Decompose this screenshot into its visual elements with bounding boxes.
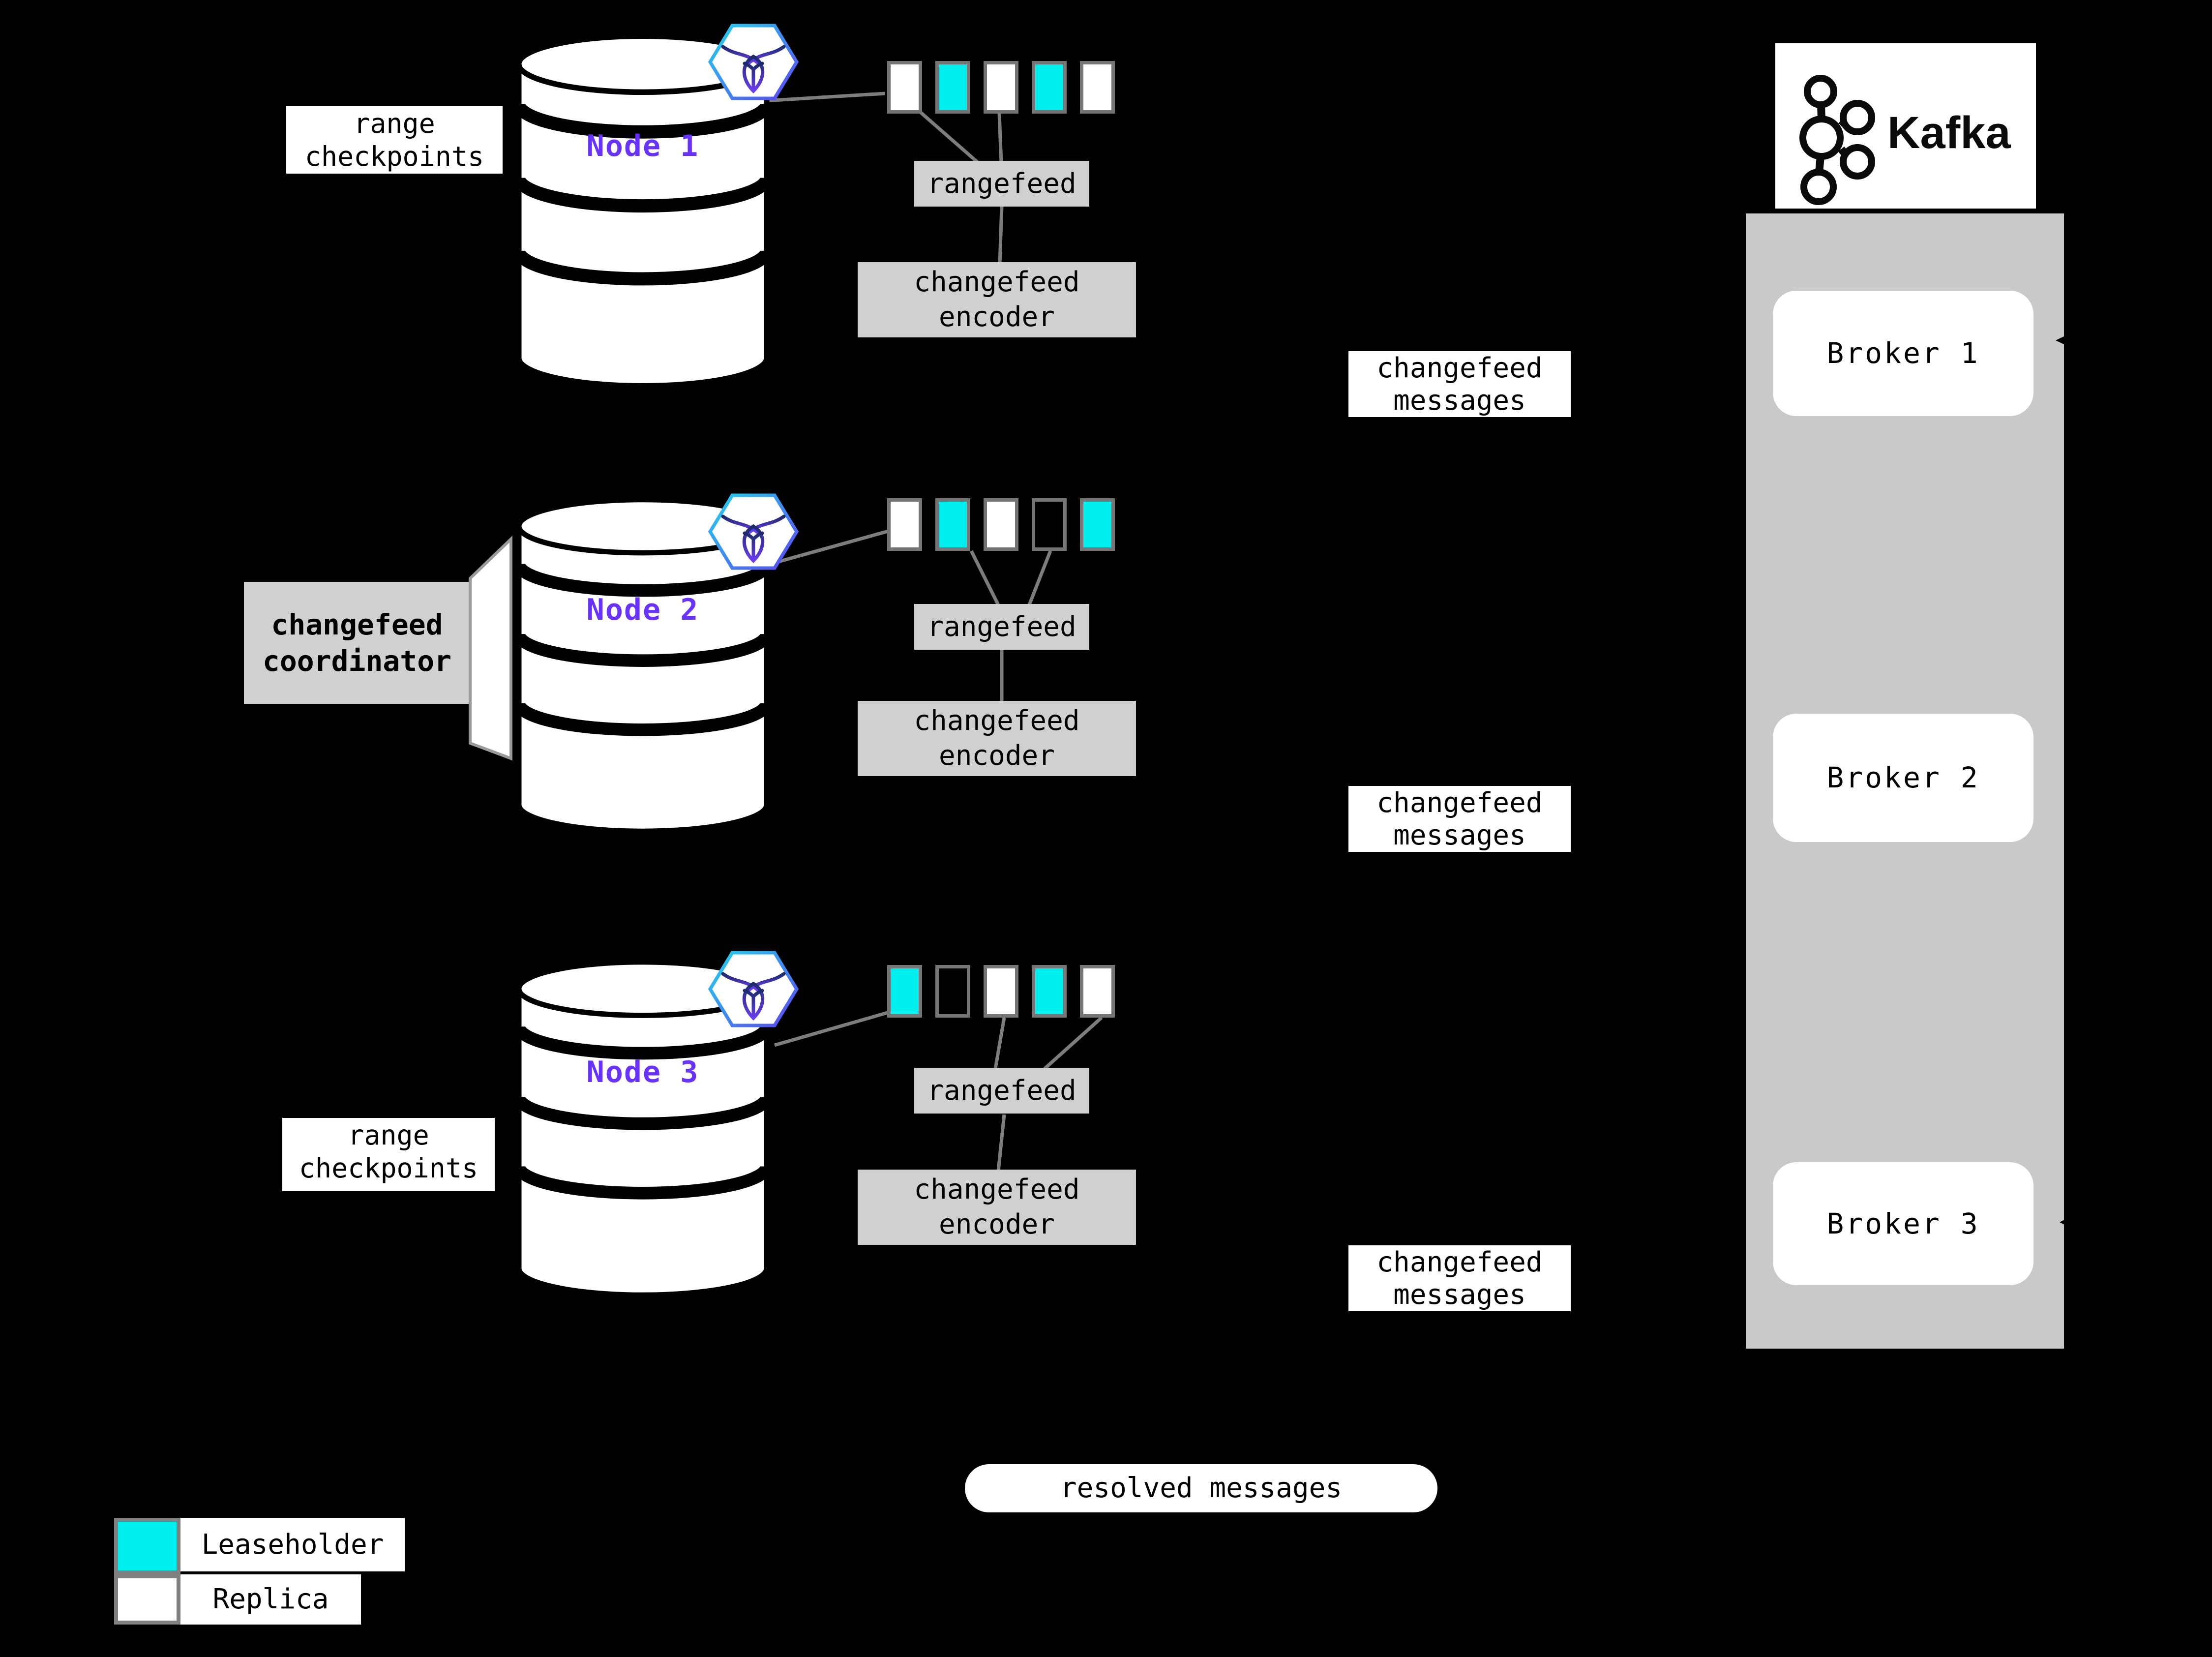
changefeed-coordinator-box: changefeed coordinator: [244, 582, 470, 704]
label-line: encoder: [938, 740, 1055, 772]
node-name: Node 3: [586, 1055, 699, 1089]
changefeed-encoder-box: changefeed encoder: [858, 262, 1136, 337]
range-square-replica: [887, 498, 922, 551]
range-square-leaseholder: [1032, 965, 1067, 1018]
legend-leaseholder-label: Leaseholder: [180, 1518, 405, 1571]
label-line: messages: [1393, 1279, 1526, 1311]
legend-leaseholder-swatch: [114, 1518, 180, 1574]
label-line: encoder: [938, 301, 1055, 333]
changefeed-encoder-box: changefeed encoder: [858, 701, 1136, 776]
broker-1: Broker 1: [1773, 291, 2033, 416]
label-line: range: [348, 1119, 429, 1151]
connector-line: [996, 1114, 1006, 1172]
connector-line: [993, 1017, 1006, 1069]
left-arrowhead-icon: [2060, 1218, 2067, 1226]
range-square-replica: [1080, 61, 1115, 114]
connector-line: [773, 529, 889, 565]
changefeed-messages-label: changefeed messages: [1348, 351, 1571, 417]
coordinator-pointer-flag: [469, 535, 512, 761]
database-cylinder-icon: [515, 497, 771, 834]
database-cylinder-icon: [515, 959, 771, 1298]
rangefeed-box: rangefeed: [914, 1068, 1089, 1114]
range-square-leaseholder: [887, 965, 922, 1018]
range-square-replica: [984, 965, 1018, 1018]
ranges-row: [887, 965, 1115, 1018]
cockroachdb-logo-icon: [708, 24, 799, 100]
label-line: changefeed: [914, 1174, 1080, 1205]
range-square-replica: [887, 61, 922, 114]
left-arrowhead-icon: [2056, 334, 2068, 346]
node-name: Node 2: [586, 593, 699, 627]
connector-line: [1027, 550, 1052, 607]
cockroachdb-logo-icon: [708, 951, 799, 1027]
label-line: messages: [1393, 385, 1526, 417]
connector-line: [774, 1010, 890, 1047]
range-square-leaseholder: [935, 498, 970, 551]
label-line: changefeed: [914, 266, 1080, 298]
legend-replica-label: Replica: [180, 1574, 361, 1625]
range-square-empty: [935, 965, 970, 1018]
rangefeed-box: rangefeed: [914, 604, 1089, 650]
ranges-row: [887, 61, 1115, 114]
ranges-row: [887, 498, 1115, 551]
label-line: coordinator: [262, 644, 452, 678]
kafka-logo-box: Kafka: [1775, 43, 2036, 209]
label-line: messages: [1393, 819, 1526, 851]
range-square-replica: [1080, 965, 1115, 1018]
range-square-empty: [1032, 498, 1067, 551]
range-square-replica: [984, 61, 1018, 114]
node-name: Node 1: [586, 129, 699, 163]
range-square-replica: [984, 498, 1018, 551]
connector-line: [997, 113, 1003, 163]
label-line: changefeed: [914, 705, 1080, 737]
kafka-logo-icon: [1799, 75, 1875, 205]
cockroachdb-logo-icon: [708, 493, 799, 570]
resolved-messages-pill: resolved messages: [965, 1464, 1437, 1512]
label-line: encoder: [938, 1208, 1055, 1240]
connector-line: [764, 91, 886, 103]
rangefeed-box: rangefeed: [914, 161, 1089, 207]
changefeed-messages-label: changefeed messages: [1348, 786, 1571, 852]
label-line: changefeed: [271, 608, 443, 641]
changefeed-encoder-box: changefeed encoder: [858, 1170, 1136, 1245]
range-checkpoints-label: range checkpoints: [282, 1118, 495, 1191]
label-line: changefeed: [1376, 1246, 1543, 1278]
label-line: changefeed: [1376, 787, 1543, 819]
label-line: checkpoints: [299, 1152, 478, 1184]
kafka-brand-text: Kafka: [1887, 108, 2011, 158]
range-square-leaseholder: [1080, 498, 1115, 551]
range-square-leaseholder: [1032, 61, 1067, 114]
range-checkpoints-label: range checkpoints: [286, 106, 503, 174]
broker-2: Broker 2: [1773, 714, 2033, 842]
range-square-leaseholder: [935, 61, 970, 114]
label-line: checkpoints: [304, 141, 484, 172]
changefeed-messages-label: changefeed messages: [1348, 1245, 1571, 1311]
connector-line: [998, 206, 1004, 264]
connector-line: [917, 109, 979, 164]
label-line: range: [354, 108, 435, 139]
label-line: changefeed: [1376, 352, 1543, 384]
legend-replica-swatch: [114, 1574, 180, 1625]
connector-line: [969, 550, 1001, 607]
connector-line: [1043, 1016, 1103, 1070]
broker-3: Broker 3: [1773, 1162, 2033, 1285]
